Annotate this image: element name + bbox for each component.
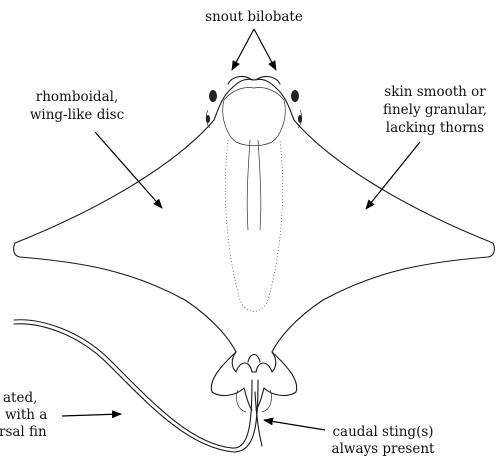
body-midline-2 [258,140,261,230]
arrow-snout-left [232,29,254,70]
label-skin-line3: lacking thorns [386,120,484,136]
clasper-left [236,390,246,412]
pelvic-fin-right [256,352,297,410]
arrow-sting [264,420,325,430]
arrow-skin [366,142,420,209]
label-tail-line2: with a [5,407,47,423]
tail-inner [14,324,258,452]
label-snout: snout bilobate [205,9,303,25]
label-sting-line2: always present [332,441,436,457]
body-midline [247,140,250,230]
clasper-right [262,390,272,412]
snout-lobe-right [256,77,280,84]
label-skin-line2: finely granular, [383,102,487,118]
arrow-disc [95,132,162,208]
body-dotted-outline [225,140,282,311]
pelvic-fin-left [211,352,252,410]
snout-lobe-left [228,77,252,84]
dorsal-fin [248,355,260,363]
arrow-tail [62,414,121,416]
label-tail-line3: rsal fin [0,424,47,440]
label-tail-line1: ated, [3,390,37,406]
label-sting-line1: caudal sting(s) [332,424,433,440]
label-disc-line1: rhomboidal, [36,89,118,105]
arrow-snout-right [254,29,276,70]
label-disc-line2: wing-like disc [30,107,124,123]
label-skin-line1: skin smooth or [384,84,486,100]
tail-outer [14,320,252,448]
head-outline [223,88,286,146]
